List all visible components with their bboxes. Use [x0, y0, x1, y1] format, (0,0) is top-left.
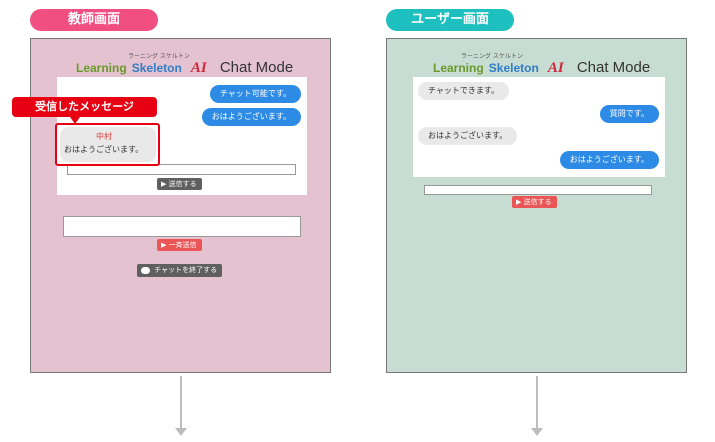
teacher-send-button[interactable]: ▶ 送信する: [157, 178, 202, 190]
teacher-logo: ラーニング スケルトン Learning Skeleton AI Chat Mo…: [31, 51, 330, 76]
teacher-message-input[interactable]: [67, 164, 296, 175]
logo-learning: Learning: [76, 61, 127, 75]
chat-bubble-sent: チャット可能です。: [209, 85, 301, 103]
user-logo: ラーニング スケルトン Learning Skeleton AI Chat Mo…: [387, 51, 686, 76]
logo-kana: ラーニング スケルトン: [461, 53, 523, 60]
chat-bubble-received: チャットできます。: [418, 82, 510, 100]
down-arrow-line: [180, 376, 182, 428]
logo-ai: AI: [547, 60, 564, 76]
logo-skeleton: Skeleton: [131, 61, 182, 75]
down-arrow-line: [536, 376, 538, 428]
user-screen-heading: ユーザー画面: [386, 9, 514, 31]
annotation-pointer: [70, 117, 80, 124]
down-arrow-icon: [531, 428, 543, 436]
received-message-highlight: [55, 123, 160, 166]
end-chat-label: チャットを終了する: [154, 266, 218, 274]
teacher-screen-heading: 教師画面: [30, 9, 158, 31]
received-message-text: おはようございます。: [64, 145, 144, 154]
logo-skeleton: Skeleton: [488, 61, 539, 75]
logo-kana: ラーニング スケルトン: [128, 53, 190, 60]
chat-bubble-sent: 質問です。: [599, 105, 659, 123]
received-message-bubble: 中村 おはようございます。: [60, 127, 156, 162]
logo-ai: AI: [190, 60, 207, 76]
user-send-button[interactable]: ▶ 送信する: [512, 196, 557, 208]
user-message-input[interactable]: [424, 185, 652, 195]
user-chat-log: チャットできます。 質問です。 おはようございます。 おはようございます。: [413, 77, 665, 177]
teacher-screen-panel: ラーニング スケルトン Learning Skeleton AI Chat Mo…: [30, 38, 331, 373]
down-arrow-icon: [175, 428, 187, 436]
chat-bubble-sent: おはようございます。: [201, 108, 301, 126]
logo-chat-mode: Chat Mode: [219, 59, 294, 76]
logo-chat-mode: Chat Mode: [576, 59, 651, 76]
chat-bubble-icon: [141, 266, 150, 274]
end-chat-button[interactable]: チャットを終了する: [137, 264, 223, 277]
broadcast-button[interactable]: ▶ 一斉送信: [157, 239, 202, 251]
chat-bubble-sent: おはようございます。: [559, 151, 659, 169]
broadcast-textarea[interactable]: [63, 216, 301, 237]
user-screen-panel: ラーニング スケルトン Learning Skeleton AI Chat Mo…: [386, 38, 687, 373]
received-message-annotation: 受信したメッセージ: [12, 97, 157, 117]
sender-name: 中村: [96, 132, 112, 141]
logo-learning: Learning: [433, 61, 484, 75]
chat-bubble-received: おはようございます。: [418, 127, 518, 145]
